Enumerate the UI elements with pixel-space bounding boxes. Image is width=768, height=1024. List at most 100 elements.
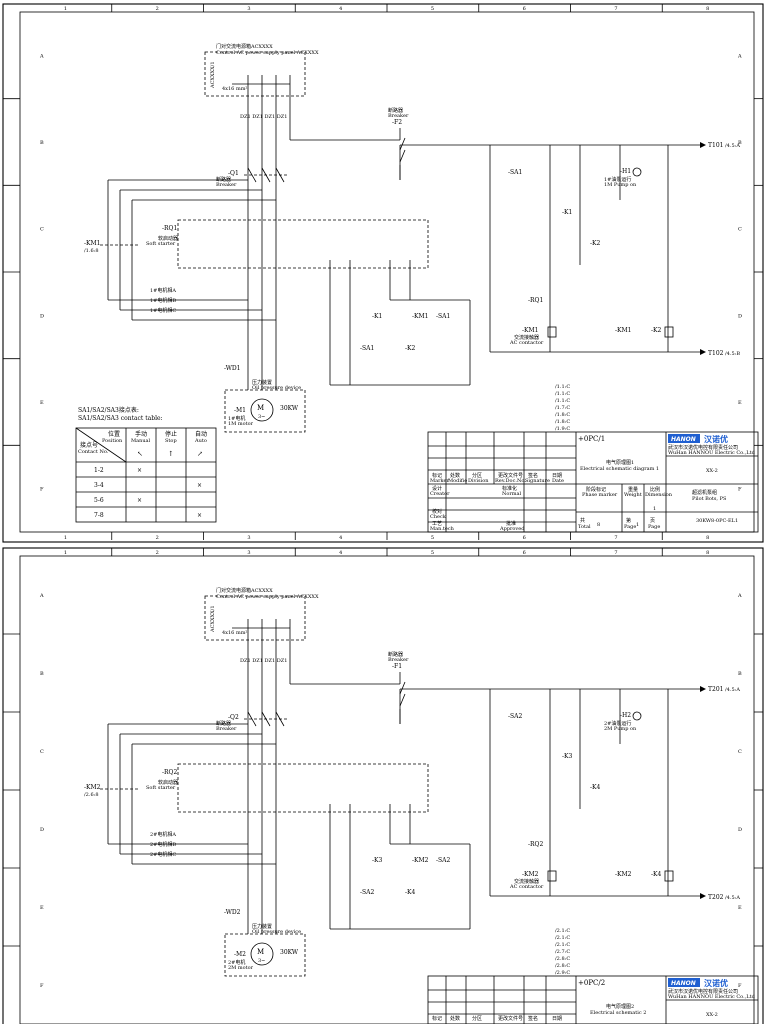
company-en: WuHan HANNOU Electric Co.,Ltd xyxy=(668,450,756,456)
control-circuit xyxy=(329,142,706,386)
relay-b-contact-label: -K2 xyxy=(405,345,416,352)
svg-text:重量: 重量 xyxy=(628,486,638,493)
svg-text:/2.7:C: /2.7:C xyxy=(555,949,570,955)
svg-text:Approved: Approved xyxy=(499,526,525,532)
motor-phase-count: 3~ xyxy=(258,958,265,964)
svg-text:/1.9:C: /1.9:C xyxy=(555,426,570,432)
wire-bottom-label: T202 xyxy=(708,894,724,901)
column-number-7: 7 xyxy=(614,535,617,541)
motor-en: 1M motor xyxy=(228,421,254,427)
selector-contact-label-2: -SA2 xyxy=(436,857,450,864)
relay-coil xyxy=(664,326,674,338)
svg-text:Dimension: Dimension xyxy=(645,492,673,498)
svg-text:×: × xyxy=(137,497,142,504)
svg-text:比例: 比例 xyxy=(650,486,660,493)
bypass-contacts xyxy=(100,179,276,321)
svg-text:接点号: 接点号 xyxy=(80,441,98,449)
wire-bottom-ref: /4.5:B xyxy=(725,351,740,357)
svg-text:批准: 批准 xyxy=(506,520,516,527)
supply-tag: ACXXXX/1 xyxy=(210,605,216,633)
row-letter-A: A xyxy=(39,53,44,59)
supply-title-cn: 门对交流电源箱ACXXXX xyxy=(216,43,273,50)
wire-top-label: T101 xyxy=(708,142,723,149)
main-breaker-label: -Q1 xyxy=(228,170,239,177)
contact-row-3: 5-6 xyxy=(94,497,104,504)
supply-title-cn: 门对交流电源箱ACXXXX xyxy=(216,587,273,594)
row-letter-C: C xyxy=(40,227,44,233)
contact-table: SA1/SA2/SA3接点表: SA1/SA2/SA3 contact tabl… xyxy=(75,406,217,523)
brand-logo-badge xyxy=(668,978,700,987)
relay-coil xyxy=(664,870,674,882)
svg-text:/1.1:C: /1.1:C xyxy=(555,398,570,404)
motor-label: -M1 xyxy=(234,407,246,414)
svg-text:/2.8:C: /2.8:C xyxy=(555,956,570,962)
motor-box xyxy=(224,933,306,977)
column-number-5: 5 xyxy=(431,535,434,541)
main-breaker-symbol xyxy=(244,167,288,183)
sheet-border xyxy=(2,547,764,1024)
svg-text:分区: 分区 xyxy=(472,1015,482,1022)
column-number-6: 6 xyxy=(523,535,526,541)
soft-starter-cn: 软启动器 xyxy=(158,235,178,242)
row-letter-E: E xyxy=(738,400,742,406)
main-breaker-en: Breaker xyxy=(216,182,237,188)
selector-contact-label: -SA2 xyxy=(360,889,374,896)
company-cn: 武汉市汉诺优电控有限责任公司 xyxy=(668,444,738,451)
column-number-8: 8 xyxy=(706,535,709,541)
panel-label: +0PC/2 xyxy=(578,979,605,987)
bypass-contact-label: -KM1 xyxy=(412,313,428,320)
svg-text:处数: 处数 xyxy=(450,472,460,479)
main-breaker-label: -Q2 xyxy=(228,714,239,721)
column-number-7: 7 xyxy=(614,6,617,12)
main-breaker-cn: 断路器 xyxy=(216,176,231,183)
column-number-6: 6 xyxy=(523,6,526,12)
svg-text:签名: 签名 xyxy=(528,472,538,479)
product-en: Pilot Bots, PS xyxy=(692,496,727,502)
svg-text:Total: Total xyxy=(578,524,591,530)
motor-phase-c: 2#电机相C xyxy=(150,851,176,858)
cross-references: /1.1:C /1.1:C /1.1:C /1.7:C /1.8:C /1.8:… xyxy=(555,384,570,432)
svg-text:Position: Position xyxy=(102,438,123,444)
phase-conductors xyxy=(232,619,400,934)
row-letter-C: C xyxy=(738,749,742,755)
svg-text:↑: ↑ xyxy=(168,450,174,458)
title-block: 标记 处数 分区 更改文件号 签名 日期 Marker Modifie Divi… xyxy=(427,431,759,533)
brand-logo-cn: 汉诺优 xyxy=(704,434,728,444)
svg-text:分区: 分区 xyxy=(472,472,482,479)
svg-text:更改文件号: 更改文件号 xyxy=(498,1015,523,1022)
svg-text:Phase marker: Phase marker xyxy=(582,492,618,498)
row-letter-B: B xyxy=(738,671,742,677)
row-letter-D: D xyxy=(40,313,44,319)
column-number-2: 2 xyxy=(156,535,159,541)
svg-text:共: 共 xyxy=(580,517,585,524)
row-letter-E: E xyxy=(40,905,44,911)
indicator-cn: 2#油泵运行 xyxy=(604,720,631,727)
contactor-coil xyxy=(547,326,557,338)
column-number-2: 2 xyxy=(156,550,159,556)
motor-label: -M2 xyxy=(234,951,246,958)
svg-text:日期: 日期 xyxy=(552,473,562,479)
soft-starter-label: -RQ2 xyxy=(162,769,177,776)
pressure-label: -WD2 xyxy=(224,909,241,916)
soft-starter-label: -RQ1 xyxy=(162,225,177,232)
pressure-cn: 压力装置 xyxy=(252,379,272,386)
svg-text:Manual: Manual xyxy=(131,438,151,444)
motor-phase-c: 1#电机相C xyxy=(150,307,176,314)
selector-label: -SA2 xyxy=(508,713,522,720)
svg-text:工艺: 工艺 xyxy=(432,521,442,527)
motor-symbol xyxy=(250,942,274,966)
control-breaker-label: -F1 xyxy=(392,663,402,670)
column-number-8: 8 xyxy=(706,550,709,556)
row-letter-B: B xyxy=(40,140,44,146)
motor-cn: 1#电机 xyxy=(228,415,245,422)
svg-text:Modifie: Modifie xyxy=(448,478,467,484)
svg-text:Date: Date xyxy=(552,478,564,484)
relay-a-contact-label: -K1 xyxy=(372,313,382,320)
row-letter-A: A xyxy=(737,593,742,599)
column-number-4: 4 xyxy=(339,535,342,541)
contactor-coil-label: -KM2 xyxy=(522,871,539,878)
column-number-6: 6 xyxy=(523,550,526,556)
indicator-label: -H2 xyxy=(620,712,631,719)
